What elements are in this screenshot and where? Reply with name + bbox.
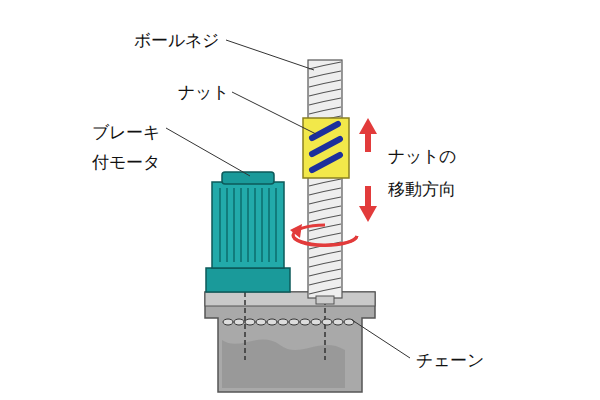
motor-flange — [206, 268, 290, 292]
ball-track — [312, 139, 340, 154]
chain — [223, 319, 354, 325]
thread-line — [309, 197, 341, 204]
fin-line — [247, 188, 249, 262]
fin-line — [268, 188, 270, 262]
thread-line — [309, 179, 341, 186]
fin-line — [233, 188, 235, 262]
down-arrow-head — [359, 206, 377, 222]
nut — [303, 118, 349, 178]
fin-line — [261, 188, 263, 262]
thread-line — [309, 71, 341, 78]
chain-link — [333, 319, 343, 325]
leader-lines — [166, 40, 410, 358]
thread-line — [309, 215, 341, 222]
up-arrow-shaft — [365, 132, 371, 152]
thread-line — [309, 188, 341, 195]
leader-line — [232, 92, 316, 134]
fin-line — [240, 188, 242, 262]
chain-link — [234, 319, 244, 325]
screw-bearing — [316, 296, 334, 304]
thread-line — [309, 269, 341, 276]
down-arrow-shaft — [365, 186, 371, 208]
nut-balls — [312, 124, 340, 170]
thread-line — [309, 89, 341, 96]
part-label: ナット — [178, 81, 229, 103]
leader-line — [226, 40, 314, 70]
fin-line — [226, 188, 228, 262]
chain-link — [300, 319, 310, 325]
housing-top — [205, 292, 375, 306]
motor-body — [212, 182, 284, 268]
up-arrow-head — [359, 118, 377, 134]
chain-link — [256, 319, 266, 325]
thread-line — [309, 206, 341, 213]
thread-line — [309, 287, 341, 294]
thread-line — [309, 233, 341, 240]
movement-arrows — [359, 118, 377, 222]
motor-shaft — [244, 292, 246, 360]
leader-line — [352, 320, 410, 358]
thread-line — [309, 107, 341, 114]
part-label: チェーン — [416, 349, 484, 371]
rotation-arrow — [293, 225, 357, 245]
chain-link — [322, 319, 332, 325]
chain-link — [245, 319, 255, 325]
chain-link — [267, 319, 277, 325]
ball-track — [312, 124, 338, 138]
fin-line — [219, 188, 221, 262]
leader-line — [166, 128, 250, 176]
thread-line — [309, 62, 341, 69]
ball-track — [312, 155, 340, 170]
thread-line — [309, 80, 341, 87]
thread-line — [309, 251, 341, 258]
part-label: ボールネジ — [134, 29, 219, 51]
chain-link — [223, 319, 233, 325]
housing — [205, 292, 375, 392]
screw-shaft — [324, 300, 326, 360]
housing-shade — [222, 340, 345, 388]
motor-fins — [220, 188, 276, 262]
brake-cap — [222, 172, 274, 184]
fin-line — [254, 188, 256, 262]
part-label: ナットの 移動方向 — [388, 140, 466, 206]
chain-link — [311, 319, 321, 325]
thread-line — [309, 278, 341, 285]
fin-line — [275, 188, 277, 262]
rotation-arrow-front — [293, 235, 357, 246]
chain-link — [289, 319, 299, 325]
ball-screw — [308, 60, 342, 298]
thread-line — [309, 260, 341, 267]
part-label: ブレーキ 付モータ — [92, 117, 168, 177]
chain-link — [278, 319, 288, 325]
thread-line — [309, 98, 341, 105]
